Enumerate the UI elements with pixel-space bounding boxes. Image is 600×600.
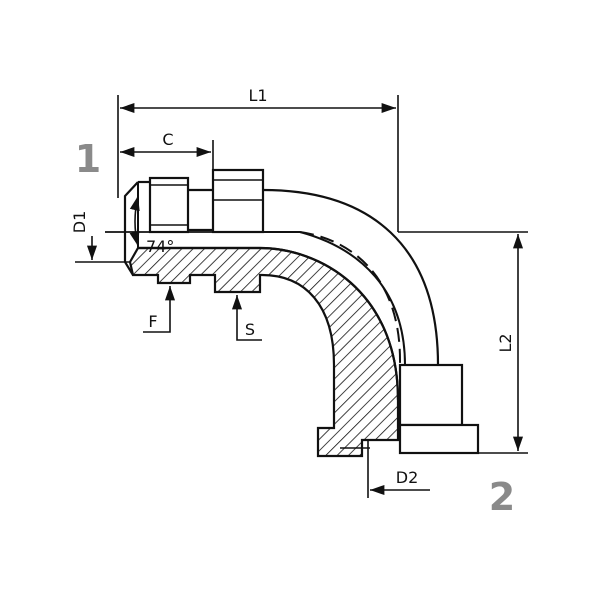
dimension-c-label: C: [162, 130, 173, 149]
flange-neck: [398, 363, 464, 427]
leader-s-label: S: [245, 320, 255, 339]
port-1-label: 1: [75, 137, 101, 181]
leader-f: [143, 286, 176, 333]
port-2-label: 2: [489, 475, 515, 519]
elbow-tube-line: [299, 231, 406, 366]
hatched-wall-section: [128, 246, 400, 458]
cone-angle-arc: [129, 195, 140, 247]
leader-s: [231, 295, 262, 341]
cone-angle-label: 74°: [146, 237, 174, 256]
leader-f-label: F: [148, 312, 157, 331]
dimension-l1-label: L1: [248, 86, 267, 105]
cone-nose: [123, 181, 139, 276]
hex-nut: [211, 168, 265, 234]
dimension-l2-label: L2: [496, 333, 515, 352]
section-bore-line: [138, 246, 400, 401]
dimension-d2-label: D2: [396, 468, 419, 487]
hidden-bore-line: [299, 231, 401, 425]
threaded-body: [148, 176, 190, 234]
flange-plate: [398, 423, 480, 455]
dimension-d1-label: D1: [70, 211, 89, 234]
outer-elbow-curve: [262, 188, 440, 366]
